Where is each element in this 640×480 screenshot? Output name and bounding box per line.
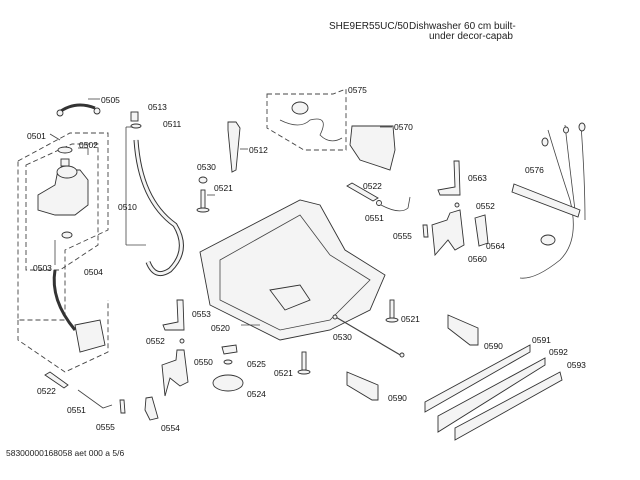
part-label-0512[interactable]: 0512 [249, 145, 268, 155]
part-0575-pump-group [266, 88, 347, 151]
part-label-0593[interactable]: 0593 [567, 360, 586, 370]
part-label-0521-lower[interactable]: 0521 [274, 368, 293, 378]
model-number: SHE9ER55UC/50 [329, 21, 409, 32]
part-0560-0563-bracket [431, 160, 489, 257]
part-0512-bracket [227, 121, 248, 173]
part-label-0551-lower[interactable]: 0551 [67, 405, 86, 415]
part-0590-end-caps [346, 314, 479, 401]
part-label-0553[interactable]: 0553 [192, 309, 211, 319]
part-0510-hose [125, 111, 184, 277]
part-label-0551[interactable]: 0551 [365, 213, 384, 223]
part-label-0525[interactable]: 0525 [247, 359, 266, 369]
part-label-0570[interactable]: 0570 [394, 122, 413, 132]
part-label-0560[interactable]: 0560 [468, 254, 487, 264]
part-0520-base-tub [199, 199, 386, 341]
part-label-0564[interactable]: 0564 [486, 241, 505, 251]
part-label-0522[interactable]: 0522 [363, 181, 382, 191]
part-label-0513[interactable]: 0513 [148, 102, 167, 112]
part-label-0552[interactable]: 0552 [476, 201, 495, 211]
part-label-0530[interactable]: 0530 [197, 162, 216, 172]
part-label-0510[interactable]: 0510 [118, 202, 137, 212]
part-label-0563[interactable]: 0563 [468, 173, 487, 183]
part-label-0592[interactable]: 0592 [549, 347, 568, 357]
part-0525-0524-parts [212, 344, 244, 392]
part-label-0530-cable[interactable]: 0530 [333, 332, 352, 342]
part-label-0575[interactable]: 0575 [348, 85, 367, 95]
part-0522-0551-0555-lower [44, 371, 126, 414]
part-label-0520[interactable]: 0520 [211, 323, 230, 333]
part-0501-valve-group [17, 132, 109, 321]
part-0591-0593-panels [424, 344, 563, 441]
part-0530-cable [332, 314, 405, 358]
part-label-0501[interactable]: 0501 [27, 131, 46, 141]
part-label-0555-lower[interactable]: 0555 [96, 422, 115, 432]
part-label-0590-upper[interactable]: 0590 [484, 341, 503, 351]
part-label-0524[interactable]: 0524 [247, 389, 266, 399]
part-label-0576[interactable]: 0576 [525, 165, 544, 175]
description-line-1: Dishwasher 60 cm built- [409, 21, 516, 32]
part-0553-0550-brackets [144, 299, 189, 421]
part-label-0521[interactable]: 0521 [214, 183, 233, 193]
part-label-0504[interactable]: 0504 [84, 267, 103, 277]
part-label-0503[interactable]: 0503 [33, 263, 52, 273]
description-line-2: under decor-capab [429, 31, 513, 42]
part-0576-wire-harness [511, 122, 586, 279]
part-label-0591[interactable]: 0591 [532, 335, 551, 345]
part-0501-lower [17, 269, 109, 373]
document-reference: 58300000168058 aet 000 a 5/6 [6, 448, 125, 458]
part-label-0522-lower[interactable]: 0522 [37, 386, 56, 396]
part-label-0511[interactable]: 0511 [163, 119, 182, 129]
part-0530-0521-screw [196, 176, 215, 213]
part-label-0554[interactable]: 0554 [161, 423, 180, 433]
part-label-0590-lower[interactable]: 0590 [388, 393, 407, 403]
part-0522-0551-0555-sensor [346, 182, 429, 238]
part-0521-screws-lower [297, 299, 399, 375]
part-label-0552-lower[interactable]: 0552 [146, 336, 165, 346]
part-0570-module [349, 125, 396, 171]
part-0505-hose [56, 98, 101, 117]
part-label-0550[interactable]: 0550 [194, 357, 213, 367]
part-label-0505[interactable]: 0505 [101, 95, 120, 105]
part-label-0502[interactable]: 0502 [79, 140, 98, 150]
part-label-0521-right[interactable]: 0521 [401, 314, 420, 324]
part-label-0555[interactable]: 0555 [393, 231, 412, 241]
